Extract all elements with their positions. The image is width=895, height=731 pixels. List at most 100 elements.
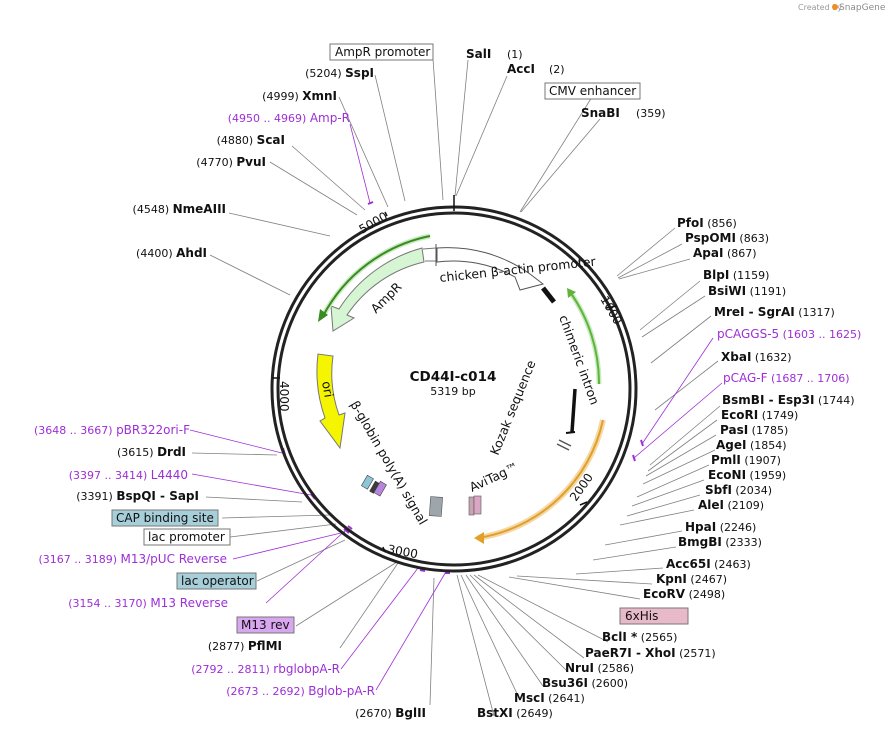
left-site-pos-10: (3391) — [76, 490, 116, 503]
left-site-name-9: L4440 — [151, 468, 188, 482]
site-sali-pos: (1) — [507, 48, 523, 61]
right-site-11: PasI (1785) — [720, 423, 788, 437]
right-site-name-7: XbaI — [721, 350, 751, 364]
right-site-23: PaeR7I - XhoI (2571) — [585, 646, 716, 660]
left-site-name-5: NmeAIII — [173, 202, 226, 216]
intron-arc — [569, 291, 601, 385]
left-site-pos-4: (4770) — [196, 156, 236, 169]
left-site-9: (3397 .. 3414) L4440 — [69, 468, 188, 482]
left-site-11: (3167 .. 3189) M13/pUC Reverse — [38, 552, 227, 566]
right-site-15: SbfI (2034) — [705, 483, 772, 497]
right-site-name-13: PmlI — [711, 453, 741, 467]
right-site-name-2: ApaI — [693, 246, 723, 260]
right-site-pos-17: (2246) — [716, 521, 756, 534]
left-site-pos-9: (3397 .. 3414) — [69, 469, 151, 482]
left-site-pos-2: (4950 .. 4969) — [228, 112, 310, 125]
left-site-name-0: SspI — [345, 66, 374, 80]
promoter-end-mark — [541, 286, 556, 304]
left-site-8: (3615) DrdI — [117, 445, 186, 459]
right-site-name-19: Acc65I — [666, 557, 711, 571]
right-site-name-14: EcoNI — [708, 468, 746, 482]
left-site-name-15: Bglob-pA-R — [308, 684, 375, 698]
right-site-12: AgeI (1854) — [716, 438, 787, 452]
right-site-pos-14: (1959) — [746, 469, 786, 482]
ampr-arrow — [330, 247, 425, 332]
right-site-6: pCAGGS-5 (1603 .. 1625) — [717, 327, 861, 341]
left-site-0: (5204) SspI — [305, 66, 374, 80]
right-site-name-22: BclI * — [602, 630, 638, 644]
right-site-name-20: KpnI — [656, 572, 687, 586]
left-site-pos-12: (3154 .. 3170) — [68, 597, 150, 610]
right-site-name-8: pCAG-F — [723, 371, 768, 385]
right-site-3: BlpI (1159) — [703, 268, 769, 282]
polya-box — [428, 496, 443, 517]
boxed-6xhis: 6xHis — [619, 607, 689, 625]
boxed-cap-binding-site: CAP binding site — [111, 509, 219, 527]
right-site-pos-25: (2600) — [588, 677, 628, 690]
right-site-2: ApaI (867) — [693, 246, 757, 260]
svg-text:AmpR promoter: AmpR promoter — [335, 45, 430, 59]
right-site-pos-19: (2463) — [711, 558, 751, 571]
left-site-pos-15: (2673 .. 2692) — [226, 685, 308, 698]
right-site-name-18: BmgBI — [678, 535, 722, 549]
right-site-10: EcoRI (1749) — [721, 408, 798, 422]
boxed-cmv-enhancer: CMV enhancer — [544, 82, 641, 100]
cap-block — [360, 474, 374, 490]
right-site-labels: PfoI (856)PspOMI (863)ApaI (867)BlpI (11… — [477, 216, 861, 720]
features — [316, 233, 606, 544]
right-site-17: HpaI (2246) — [685, 520, 756, 534]
right-site-pos-23: (2571) — [676, 647, 716, 660]
left-site-name-1: XmnI — [302, 89, 337, 103]
right-site-pos-15: (2034) — [732, 484, 772, 497]
left-site-pos-3: (4880) — [217, 134, 257, 147]
left-site-10: (3391) BspQI - SapI — [76, 489, 199, 503]
snapgene-brand: SnapGene — [839, 3, 886, 13]
right-site-name-26: MscI — [514, 691, 545, 705]
avitag-box — [468, 496, 475, 516]
right-site-26: MscI (2641) — [514, 691, 585, 705]
right-site-name-12: AgeI — [716, 438, 746, 452]
right-site-pos-16: (2109) — [724, 499, 764, 512]
left-site-pos-5: (4548) — [133, 203, 173, 216]
right-site-name-27: BstXI — [477, 706, 513, 720]
right-site-name-10: EcoRI — [721, 408, 758, 422]
right-site-pos-24: (2586) — [594, 662, 634, 675]
avitag-arc — [477, 419, 604, 539]
right-site-pos-8: (1687 .. 1706) — [768, 372, 850, 385]
svg-text:M13 rev: M13 rev — [241, 618, 290, 632]
left-site-pos-7: (3648 .. 3667) — [34, 424, 116, 437]
left-site-5: (4548) NmeAIII — [133, 202, 226, 216]
left-site-pos-1: (4999) — [262, 90, 302, 103]
site-snabi: SnaBI — [581, 106, 620, 120]
boxed-ampr-promoter: AmpR promoter — [329, 43, 434, 61]
tick-3000: 3000 — [386, 542, 419, 561]
left-site-name-13: PflMI — [248, 639, 282, 653]
left-site-name-6: AhdI — [176, 246, 207, 260]
plasmid-name: CD44I-c014 — [410, 369, 497, 385]
feature-label-avitag: AviTag™ — [467, 459, 521, 495]
right-site-pos-1: (863) — [736, 232, 769, 245]
right-site-name-16: AleI — [698, 498, 724, 512]
right-site-0: PfoI (856) — [677, 216, 737, 230]
site-acci-pos: (2) — [549, 63, 565, 76]
left-site-1: (4999) XmnI — [262, 89, 337, 103]
right-site-8: pCAG-F (1687 .. 1706) — [723, 371, 850, 385]
right-site-name-17: HpaI — [685, 520, 716, 534]
left-site-16: (2670) BglII — [355, 706, 426, 720]
right-site-pos-26: (2641) — [545, 692, 585, 705]
right-site-pos-7: (1632) — [751, 351, 791, 364]
right-site-name-0: PfoI — [677, 216, 704, 230]
right-site-13: PmlI (1907) — [711, 453, 781, 467]
avitag-arrowhead — [474, 532, 484, 544]
left-site-name-2: Amp-R — [310, 111, 350, 125]
tick-4000: 4000 — [277, 381, 291, 412]
primer-leader-lines — [189, 123, 723, 691]
left-site-name-14: rbglobpA-R — [273, 662, 340, 676]
svg-text:6xHis: 6xHis — [625, 609, 658, 623]
right-site-name-15: SbfI — [705, 483, 732, 497]
right-site-pos-21: (2498) — [685, 588, 725, 601]
right-site-name-6: pCAGGS-5 — [717, 327, 779, 341]
right-site-pos-27: (2649) — [513, 707, 553, 720]
right-site-21: EcoRV (2498) — [643, 587, 725, 601]
left-site-labels: (5204) SspI(4999) XmnI(4950 .. 4969) Amp… — [34, 66, 426, 720]
